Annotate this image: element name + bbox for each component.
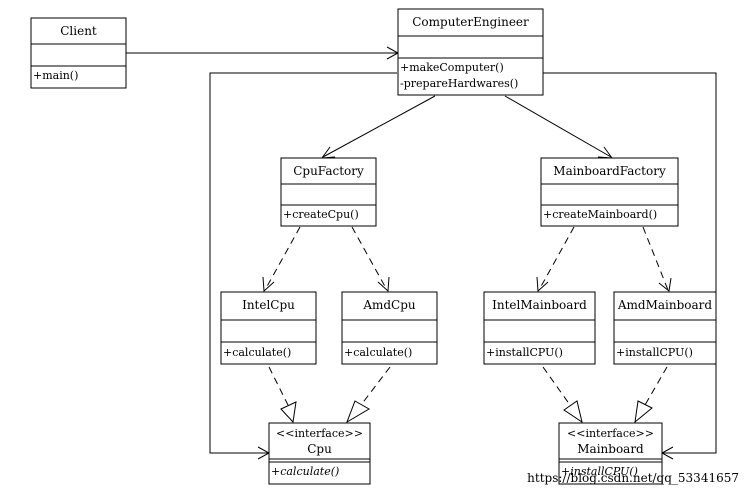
class-name: MainboardFactory [553, 164, 666, 178]
class-cpu-factory[interactable]: CpuFactory +createCpu() [280, 157, 377, 227]
method: +calculate() [223, 346, 291, 359]
edge-engineer-to-cpu [209, 72, 397, 460]
watermark: https://blog.csdn.net/qq_53341657 [527, 471, 739, 485]
class-amd-cpu[interactable]: AmdCpu +calculate() [341, 291, 438, 365]
class-name: ComputerEngineer [412, 15, 529, 29]
edge-amdmainboard-realizes-mainboard [634, 366, 668, 424]
class-name: AmdCpu [362, 298, 416, 312]
method: +calculate() [271, 465, 339, 478]
interface-mainboard[interactable]: <<interface>> Mainboard +installCPU() [558, 422, 663, 485]
method: +createCpu() [283, 208, 359, 221]
class-name: Client [60, 24, 97, 38]
method: +installCPU() [486, 346, 563, 359]
edge-cpufactory-to-amdcpu [351, 226, 390, 293]
class-mainboard-factory[interactable]: MainboardFactory +createMainboard() [540, 157, 679, 227]
method: +installCPU() [561, 465, 638, 478]
method: +installCPU() [616, 346, 693, 359]
edge-mainboardfactory-to-intelmainboard [536, 226, 575, 293]
edge-amdcpu-realizes-cpu [346, 366, 391, 424]
class-intel-cpu[interactable]: IntelCpu +calculate() [220, 291, 317, 365]
method: -prepareHardwares() [400, 77, 518, 90]
edge-intelcpu-realizes-cpu [268, 366, 297, 424]
stereotype: <<interface>> [567, 427, 654, 440]
class-amd-mainboard[interactable]: AmdMainboard +installCPU() [613, 291, 717, 365]
edge-engineer-to-mainboardfactory [504, 95, 614, 159]
edge-client-to-engineer [126, 46, 400, 60]
class-name: IntelCpu [242, 298, 295, 312]
stereotype: <<interface>> [276, 427, 363, 440]
class-intel-mainboard[interactable]: IntelMainboard +installCPU() [483, 291, 596, 365]
class-name: CpuFactory [293, 164, 364, 178]
edge-engineer-to-cpufactory [320, 95, 436, 159]
class-computer-engineer[interactable]: ComputerEngineer +makeComputer() -prepar… [397, 8, 544, 96]
interface-cpu[interactable]: <<interface>> Cpu +calculate() [268, 422, 371, 485]
class-client[interactable]: Client +main() [30, 17, 127, 89]
class-name: AmdMainboard [617, 298, 713, 312]
class-name: Cpu [307, 442, 332, 456]
edge-engineer-to-mainboard [543, 72, 717, 460]
class-name: Mainboard [577, 442, 644, 456]
edge-intelmainboard-realizes-mainboard [542, 366, 583, 424]
method: +main() [33, 69, 78, 82]
method: +createMainboard() [543, 208, 657, 221]
class-name: IntelMainboard [492, 298, 587, 312]
method: +calculate() [344, 346, 412, 359]
edge-cpufactory-to-intelcpu [262, 226, 301, 293]
edge-mainboardfactory-to-amdmainboard [642, 226, 672, 292]
method: +makeComputer() [400, 61, 504, 74]
